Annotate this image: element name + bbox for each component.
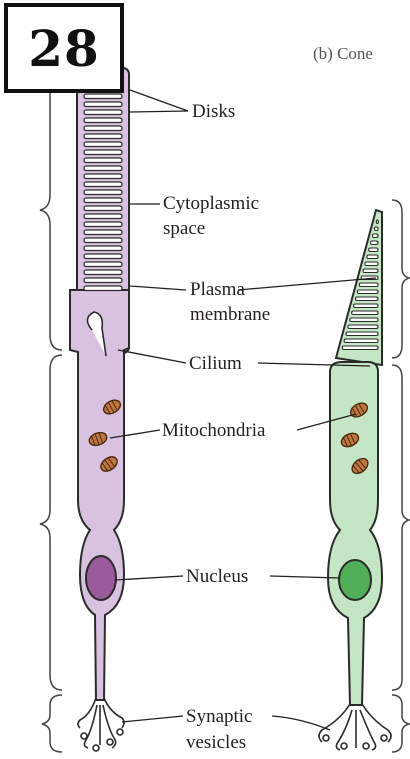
cone-disk <box>359 283 378 287</box>
cone-disk <box>373 234 378 238</box>
cone-disk <box>354 304 378 308</box>
rod-synaptic-terminal <box>78 698 124 751</box>
bracket-outer-segment <box>40 70 62 350</box>
rod-disk <box>84 102 122 107</box>
rod-disk <box>84 134 122 139</box>
cone-disk <box>363 269 378 273</box>
cone-disk <box>376 220 378 224</box>
leader-cilium-rod <box>118 350 186 363</box>
rod-disk <box>84 246 122 251</box>
label-disks: Disks <box>192 101 235 122</box>
rod-disk <box>84 230 122 235</box>
leader-nucleus-rod <box>115 576 183 580</box>
rod-disk <box>84 150 122 155</box>
rod-disk <box>84 126 122 131</box>
rod-disk <box>84 278 122 283</box>
rod-disk <box>84 238 122 243</box>
rod-disks <box>84 78 122 291</box>
cone-disk <box>346 332 378 336</box>
bracket-cone-terminal <box>392 695 409 752</box>
rod-disk <box>84 222 122 227</box>
cone-disk <box>348 325 378 329</box>
panel-caption-fragment: (b) Cone <box>313 44 373 64</box>
rod-disk <box>84 262 122 267</box>
cone-disk <box>371 241 378 245</box>
cone-disk <box>357 290 378 294</box>
cone-disk <box>369 248 378 252</box>
cone-synaptic-terminal <box>319 704 391 750</box>
leader-disks-1 <box>130 90 188 111</box>
label-cytoplasmic-line1: Cytoplasmic <box>163 193 259 214</box>
rod-nucleus <box>86 556 116 600</box>
label-nucleus: Nucleus <box>186 566 248 587</box>
cone-disk <box>344 339 378 343</box>
bracket-inner-segment <box>40 355 62 690</box>
rod-disk <box>84 158 122 163</box>
rod-disk <box>84 110 122 115</box>
rod-disk <box>84 166 122 171</box>
cone-disk <box>374 227 378 231</box>
label-synaptic-line2: vesicles <box>186 732 246 753</box>
rod-disk <box>84 174 122 179</box>
cone-disk <box>342 346 378 350</box>
leader-disks-2 <box>130 111 188 112</box>
label-plasma-line2: membrane <box>190 304 270 325</box>
cone-disk <box>355 297 378 301</box>
figure-number-badge: 28 <box>4 3 124 93</box>
figure-number: 28 <box>28 19 100 78</box>
cone-disk <box>365 262 378 266</box>
label-plasma-line1: Plasma <box>190 279 245 300</box>
label-synaptic-line1: Synaptic <box>186 706 253 727</box>
rod-disk <box>84 94 122 99</box>
rod-disk <box>84 270 122 275</box>
cone-nucleus <box>339 560 371 600</box>
cone-cell <box>319 210 391 750</box>
leader-synaptic-cone <box>272 716 330 730</box>
rod-disk <box>84 206 122 211</box>
leader-synaptic-rod <box>122 716 183 722</box>
label-cytoplasmic-line2: space <box>163 218 205 239</box>
rod-inner-segment <box>70 290 129 700</box>
labels: Disks Cytoplasmic space Plasma membrane … <box>162 101 270 753</box>
label-mitochondria: Mitochondria <box>162 420 266 441</box>
label-cilium: Cilium <box>189 353 242 374</box>
rod-disk <box>84 254 122 259</box>
rod-disk <box>84 286 122 291</box>
bracket-synaptic-terminal <box>42 695 62 752</box>
rod-disk <box>84 182 122 187</box>
leader-plasma-rod <box>130 286 186 290</box>
rod-disk <box>84 118 122 123</box>
cone-disk <box>350 318 378 322</box>
bracket-cone-outer <box>392 200 409 358</box>
cone-disk <box>352 311 378 315</box>
rod-disk <box>84 190 122 195</box>
rod-disk <box>84 214 122 219</box>
bracket-cone-inner <box>392 365 409 690</box>
rod-disk <box>84 142 122 147</box>
rod-disk <box>84 198 122 203</box>
left-brackets <box>40 70 62 752</box>
right-brackets <box>392 200 409 752</box>
cone-disk <box>367 255 378 259</box>
